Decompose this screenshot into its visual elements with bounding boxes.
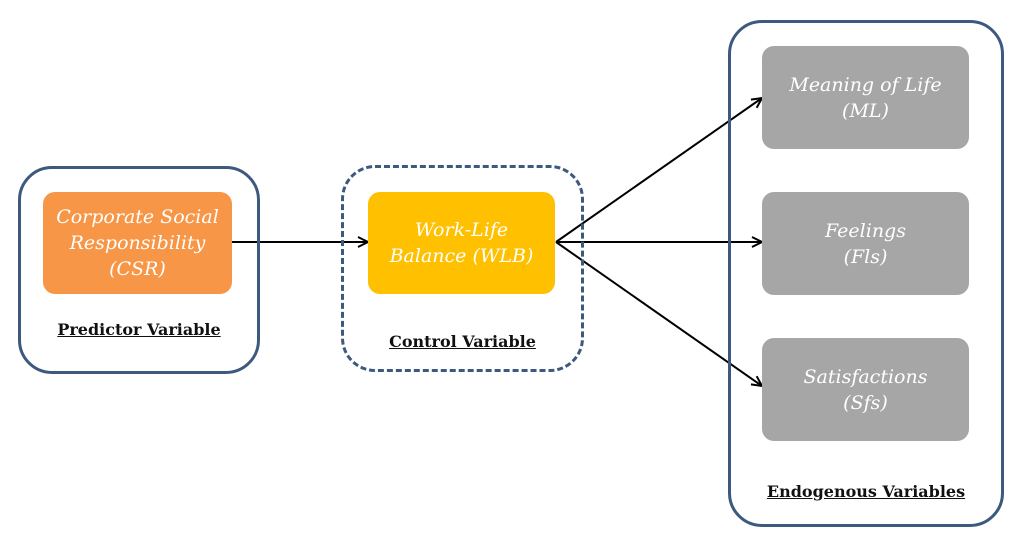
ml-node-line-1: Meaning of Life <box>789 73 942 96</box>
sfs-node-line-1: Satisfactions <box>803 365 928 388</box>
csr-node-line-2: Responsibility <box>69 232 206 254</box>
predictor-group-frame <box>18 166 260 374</box>
sfs-node-line-2: (Sfs) <box>843 391 888 414</box>
wlb-node-line-2: Balance (WLB) <box>389 245 534 267</box>
control-caption: Control Variable <box>389 332 536 351</box>
predictor-caption: Predictor Variable <box>57 320 221 339</box>
ml-node-line-2: (ML) <box>842 99 889 122</box>
arrow-wlb-to-ml <box>555 98 762 243</box>
sfs-node: Satisfactions (Sfs) <box>762 338 969 441</box>
endogenous-group-frame <box>728 20 1004 527</box>
ml-node: Meaning of Life (ML) <box>762 46 969 149</box>
control-group-frame <box>341 165 584 372</box>
fls-node-line-2: (Fls) <box>843 245 888 268</box>
wlb-node: Work-Life Balance (WLB) <box>368 192 555 294</box>
fls-node-line-1: Feelings <box>825 219 906 242</box>
csr-node-line-1: Corporate Social <box>56 206 219 228</box>
endogenous-caption: Endogenous Variables <box>766 482 966 501</box>
arrow-wlb-to-sfs <box>555 241 762 386</box>
fls-node: Feelings (Fls) <box>762 192 969 295</box>
wlb-node-line-1: Work-Life <box>414 219 509 241</box>
csr-node: Corporate Social Responsibility (CSR) <box>43 192 232 294</box>
csr-node-line-3: (CSR) <box>109 258 166 280</box>
